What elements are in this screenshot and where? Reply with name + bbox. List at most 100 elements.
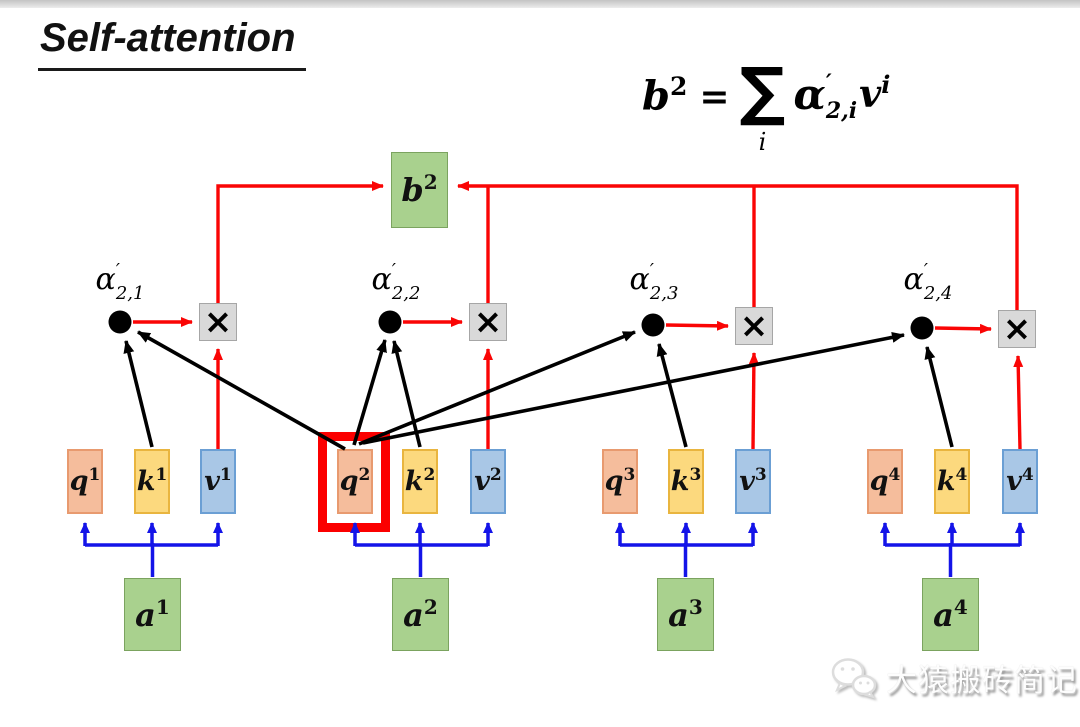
v1-label: v [204, 466, 220, 497]
black-arrow-q2-to-dot1 [137, 330, 346, 451]
red-arrow-v3-to-x3 [748, 352, 759, 450]
a4-label: a [933, 595, 954, 634]
alpha-prime: ′ [115, 260, 120, 281]
v2-sup: 2 [489, 464, 502, 485]
alpha-prime: ′ [649, 260, 654, 281]
attention-score-dot [641, 313, 665, 337]
times-icon: × [739, 306, 769, 346]
a2-label: a [403, 595, 424, 634]
alpha-sub: 2,i [825, 98, 858, 124]
sum-index: i [758, 128, 767, 156]
red-arrow-dot3-to-x3 [665, 320, 729, 331]
attention-weight-label-4: α′2,4 [880, 262, 976, 303]
red-arrow-v4-to-x4 [1013, 355, 1024, 450]
attention-weight-label-1: α′2,1 [72, 262, 168, 303]
formula-v-sup: i [881, 70, 891, 99]
q1-label: q [69, 466, 89, 497]
formula-b-sup: 2 [669, 72, 688, 101]
k4-sup: 4 [955, 464, 968, 485]
formula-b: b [642, 72, 670, 120]
multiply-box-4: × [998, 310, 1036, 348]
attention-formula: b2 = ∑ i α′2,i vi [642, 52, 890, 156]
alpha-sub: 2,1 [115, 283, 145, 304]
alpha-stack: ′2,2 [392, 262, 421, 303]
alpha-stack: ′2,3 [650, 262, 679, 303]
alpha-sub: 2,2 [391, 283, 421, 304]
a1-sup: 1 [155, 594, 170, 619]
sigma-symbol: ∑ [739, 55, 786, 129]
black-arrow-q2-to-dot3 [358, 330, 636, 446]
v4-sup: 4 [1021, 464, 1034, 485]
attention-weight-label-3: α′2,3 [606, 262, 702, 303]
alpha-prime: ′ [391, 260, 396, 281]
black-arrow-k4-to-dot4 [924, 346, 954, 448]
query-highlight-box [318, 432, 390, 532]
alpha-prime: ′ [825, 70, 832, 96]
formula-alpha: α [793, 70, 826, 119]
alpha-base: α [95, 262, 116, 297]
times-icon: × [203, 302, 233, 342]
watermark: 大猿搬砖简记 [830, 655, 1078, 700]
times-icon: × [1002, 309, 1032, 349]
alpha-stack: ′2,1 [116, 262, 145, 303]
a1-label: a [135, 595, 156, 634]
q3-sup: 3 [623, 464, 636, 485]
v3-sup: 3 [754, 464, 767, 485]
q4-sup: 4 [888, 464, 901, 485]
q3-label: q [604, 466, 624, 497]
formula-sum: ∑ i [740, 52, 786, 156]
v4-label: v [1006, 466, 1022, 497]
alpha-base: α [903, 262, 924, 297]
wechat-icon [831, 657, 877, 699]
alpha-sub: 2,4 [923, 283, 953, 304]
formula-lhs: b2 [642, 72, 687, 119]
b2-label: b [401, 171, 424, 209]
q2-sup: 2 [358, 464, 371, 485]
k1-label: k [136, 466, 156, 497]
black-arrow-k1-to-dot1 [123, 340, 154, 448]
v3-label: v [739, 466, 755, 497]
window-top-strip [0, 0, 1080, 8]
formula-value-term: vi [859, 70, 890, 116]
attention-weight-label-2: α′2,2 [348, 262, 444, 303]
attention-score-dot [378, 310, 402, 334]
multiply-box-1: × [199, 303, 237, 341]
a3-label: a [668, 595, 689, 634]
attention-score-dot [910, 316, 934, 340]
attention-score-dot [108, 310, 132, 334]
times-icon: × [473, 302, 503, 342]
formula-weight-term: α′2,i [793, 70, 857, 122]
k3-label: k [670, 466, 690, 497]
red-arrow-dot4-to-x4 [934, 323, 992, 334]
formula-equals: = [699, 76, 730, 118]
slide-title: Self-attention [38, 16, 306, 71]
multiply-box-2: × [469, 303, 507, 341]
q2-label: q [339, 466, 359, 497]
alpha-base: α [371, 262, 392, 297]
alpha-prime-sub: ′2,i [826, 72, 857, 122]
alpha-stack: ′2,4 [924, 262, 953, 303]
v2-label: v [474, 466, 490, 497]
black-arrow-k2-to-dot2 [391, 340, 422, 448]
alpha-base: α [629, 262, 650, 297]
a2-sup: 2 [423, 594, 438, 619]
multiply-box-3: × [735, 307, 773, 345]
q1-sup: 1 [88, 464, 101, 485]
k2-label: k [404, 466, 424, 497]
watermark-text: 大猿搬砖简记 [886, 663, 1078, 698]
